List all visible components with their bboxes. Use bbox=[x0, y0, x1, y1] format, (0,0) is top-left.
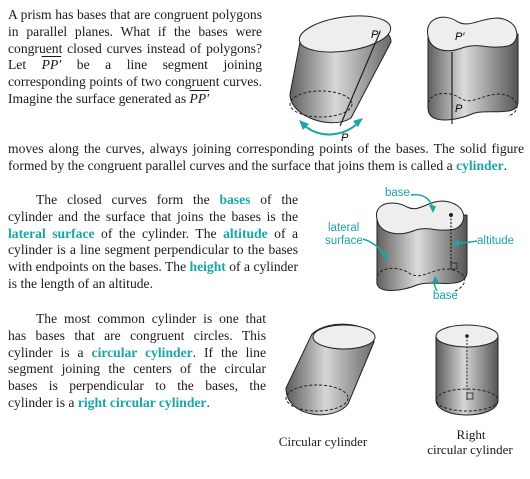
term-right-circular-cylinder: right circular cylinder bbox=[77, 394, 207, 410]
caption-circular-cylinder: Circular cylinder bbox=[278, 434, 368, 449]
right-angle-mark bbox=[450, 262, 458, 270]
bottom-base-dashed bbox=[427, 92, 518, 117]
figure-circular-cylinder bbox=[285, 323, 376, 416]
segment-pp-prime: PP′ bbox=[41, 57, 62, 73]
figure-oblique-cylinder: P′ P bbox=[289, 15, 392, 144]
term-altitude: altitude bbox=[223, 225, 268, 241]
caption-right-circular-cylinder-line2: circular cylinder bbox=[427, 442, 513, 457]
top-center-point bbox=[465, 334, 469, 338]
arrow-head-left bbox=[299, 120, 309, 130]
label-p-prime: P′ bbox=[455, 31, 465, 43]
bottom-base-dashed bbox=[289, 90, 353, 118]
term-bases: bases bbox=[219, 192, 251, 207]
altitude-top-point bbox=[449, 213, 453, 217]
bottom-base-dashed bbox=[376, 267, 465, 292]
bottom-base-dashed bbox=[285, 384, 349, 412]
motion-arrow bbox=[304, 123, 358, 136]
figure-general-cylinder: P′ P bbox=[427, 16, 519, 124]
segment-pp-prime-line bbox=[339, 31, 381, 127]
arrow-head bbox=[432, 276, 439, 283]
top-base bbox=[427, 16, 518, 52]
arrow-head bbox=[381, 253, 388, 261]
circular-cylinder-paragraph: The most common cylinder is one that has… bbox=[8, 311, 266, 410]
figure-labeled-cylinder: base lateral surface altitude base bbox=[325, 187, 514, 302]
figure-right-circular-cylinder bbox=[435, 324, 499, 416]
bottom-base-dashed bbox=[435, 388, 499, 412]
label-lateral-surface-line1: lateral bbox=[328, 222, 359, 234]
top-base bbox=[312, 324, 376, 350]
label-p-prime: P′ bbox=[371, 29, 381, 41]
arrow-head bbox=[453, 239, 459, 247]
term-height: height bbox=[189, 259, 226, 275]
term-circular-cylinder: circular cylinder bbox=[91, 344, 193, 360]
label-base-bottom: base bbox=[433, 290, 458, 302]
bases-paragraph: The closed curves form the bases of the … bbox=[8, 192, 299, 291]
right-angle-mark bbox=[466, 392, 474, 400]
label-base-top: base bbox=[385, 187, 410, 199]
label-p: P bbox=[341, 132, 349, 144]
arrow-head bbox=[429, 205, 436, 213]
arrow-head-right bbox=[353, 118, 363, 127]
caption-right-circular-cylinder-line1: Right bbox=[456, 427, 486, 442]
intro-paragraph-continued: moves along the curves, always joining c… bbox=[8, 141, 524, 173]
term-lateral-surface: lateral surface bbox=[8, 225, 95, 241]
top-base bbox=[376, 200, 465, 235]
top-base bbox=[298, 15, 392, 53]
label-altitude: altitude bbox=[477, 235, 514, 247]
label-p: P bbox=[455, 103, 463, 115]
segment-pp-prime: PP′ bbox=[189, 90, 210, 106]
label-lateral-surface-line2: surface bbox=[325, 235, 363, 247]
intro-paragraph: A prism has bases that are congruent pol… bbox=[8, 7, 262, 106]
term-cylinder: cylinder bbox=[456, 157, 504, 173]
